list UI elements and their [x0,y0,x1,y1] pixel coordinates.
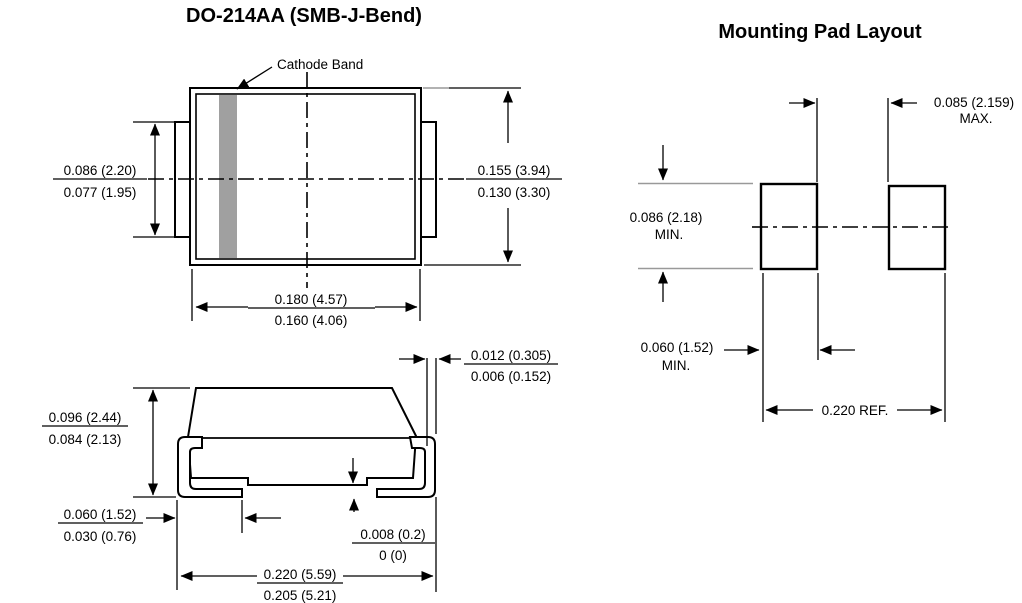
dim-text: 0.030 (0.76) [64,529,137,544]
package-side-view: 0.096 (2.44) 0.084 (2.13) 0.012 (0.305) … [42,348,558,603]
right-j-lead [376,436,436,498]
dim-pad-height: 0.086 (2.18) MIN. [630,145,753,302]
dim-text: 0.006 (0.152) [471,369,551,384]
dim-pad-gap: 0.085 (2.159) MAX. [789,95,1014,182]
dim-text: 0.096 (2.44) [49,410,122,425]
dim-tab-height: 0.086 (2.20) 0.077 (1.95) [53,121,176,238]
dim-text: MIN. [655,227,684,242]
dim-text: MIN. [662,358,691,373]
dim-side-body-height: 0.096 (2.44) 0.084 (2.13) [42,387,190,498]
left-j-lead [177,436,243,498]
dim-text: 0.086 (2.18) [630,210,703,225]
dim-text: 0.180 (4.57) [275,292,348,307]
dim-overall-width: 0.220 (5.59) 0.205 (5.21) [176,497,437,603]
dim-text: 0.060 (1.52) [641,340,714,355]
dim-text: 0.220 REF. [822,403,889,418]
mounting-pad-layout: 0.085 (2.159) MAX. 0.086 (2.18) MIN. 0.0… [630,95,1014,422]
dim-pad-width: 0.060 (1.52) MIN. [641,273,855,373]
dim-text: 0.160 (4.06) [275,313,348,328]
dim-lead-thickness: 0.012 (0.305) 0.006 (0.152) [399,348,558,446]
cathode-band [219,95,237,258]
cathode-band-leader [236,66,273,90]
cathode-band-label: Cathode Band [277,57,363,72]
dim-pad-span: 0.220 REF. [762,273,946,422]
dim-text: 0 (0) [379,548,407,563]
dim-standoff: 0.008 (0.2) 0 (0) [348,458,435,563]
dim-text: 0.086 (2.20) [64,163,137,178]
body-outline-inner [195,93,416,260]
dim-body-height: 0.155 (3.94) 0.130 (3.30) [423,87,562,266]
dim-text: 0.060 (1.52) [64,507,137,522]
dim-lead-width: 0.060 (1.52) 0.030 (0.76) [58,500,281,544]
dim-body-width: 0.180 (4.57) 0.160 (4.06) [191,269,421,328]
dim-text: 0.012 (0.305) [471,348,551,363]
dim-text: 0.205 (5.21) [264,588,337,603]
dim-text: 0.084 (2.13) [49,432,122,447]
dim-text: 0.077 (1.95) [64,185,137,200]
body-profile [186,387,418,486]
dim-text: 0.130 (3.30) [478,185,551,200]
package-title: DO-214AA (SMB-J-Bend) [186,5,422,27]
pad-layout-title: Mounting Pad Layout [718,21,922,43]
package-top-view: Cathode Band 0.086 (2.20) 0.077 (1.95) 0… [53,57,562,328]
dim-text: MAX. [959,111,992,126]
dim-text: 0.155 (3.94) [478,163,551,178]
dim-text: 0.220 (5.59) [264,567,337,582]
dim-text: 0.008 (0.2) [360,527,425,542]
dim-text: 0.085 (2.159) [934,95,1014,110]
